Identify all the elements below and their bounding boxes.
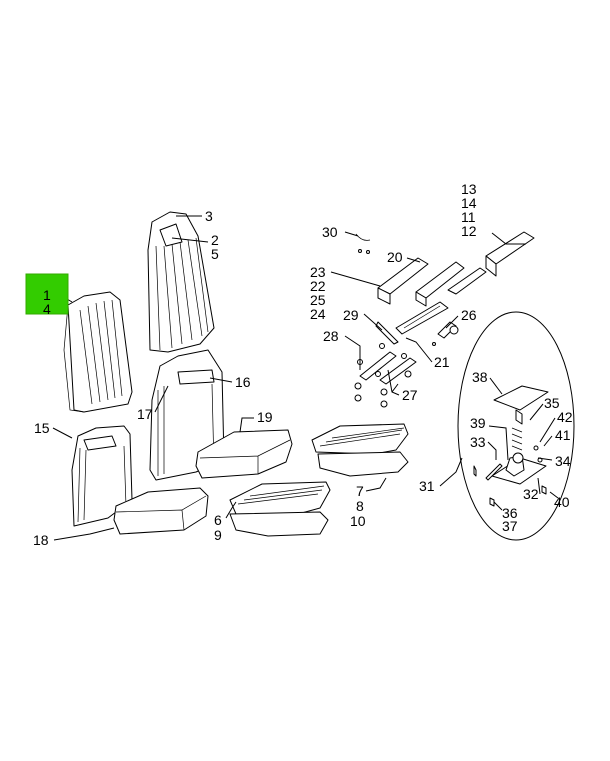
bolt-part-40[interactable] (541, 485, 547, 495)
slide-rail-part-20[interactable] (415, 261, 465, 307)
callout-7[interactable]: 7 (356, 483, 364, 499)
callout-34[interactable]: 34 (555, 453, 571, 469)
callout-41[interactable]: 41 (555, 427, 571, 443)
callout-4[interactable]: 4 (43, 301, 51, 317)
callout-8[interactable]: 8 (356, 498, 364, 514)
callout-19[interactable]: 19 (257, 409, 273, 425)
callout-25[interactable]: 25 (310, 292, 326, 308)
callout-12[interactable]: 12 (461, 223, 477, 239)
callout-14[interactable]: 14 (461, 195, 477, 211)
callout-24[interactable]: 24 (310, 306, 326, 322)
callout-11[interactable]: 11 (461, 209, 476, 225)
callout-9[interactable]: 9 (214, 527, 222, 543)
seat-cushion-part-18[interactable] (113, 487, 209, 535)
callout-37[interactable]: 37 (502, 518, 518, 534)
callout-27[interactable]: 27 (402, 387, 418, 403)
callout-38[interactable]: 38 (472, 369, 488, 385)
seat-back-part-15[interactable] (71, 425, 133, 527)
seat-back-part-3[interactable] (147, 211, 215, 353)
callout-17[interactable]: 17 (137, 406, 153, 422)
leader-lines (52, 215, 559, 541)
slide-rail-part-12[interactable] (447, 231, 535, 295)
screw-part-36[interactable] (489, 497, 495, 507)
callout-3[interactable]: 3 (205, 208, 213, 224)
callout-39[interactable]: 39 (470, 415, 486, 431)
screw-part-29[interactable] (375, 321, 399, 345)
callout-labels: 1 4 3 2 5 13 14 11 12 30 20 23 22 25 24 … (33, 181, 573, 548)
pin-part-33[interactable] (473, 463, 503, 481)
base-part-32[interactable] (491, 452, 547, 485)
callout-32[interactable]: 32 (523, 486, 539, 502)
callout-22[interactable]: 22 (310, 278, 326, 294)
callout-29[interactable]: 29 (343, 307, 359, 323)
callout-23[interactable]: 23 (310, 264, 326, 280)
callout-42[interactable]: 42 (557, 409, 573, 425)
slide-rail-part-23[interactable] (377, 257, 429, 305)
callout-40[interactable]: 40 (554, 494, 570, 510)
seat-cushion-part-19[interactable] (195, 429, 293, 479)
callout-36[interactable]: 36 (502, 505, 518, 521)
callout-26[interactable]: 26 (461, 307, 477, 323)
callout-35[interactable]: 35 (544, 395, 560, 411)
cushion-cover-part-6[interactable] (229, 481, 331, 537)
detail-circle-part-31[interactable] (457, 311, 575, 541)
fastener-part-42[interactable] (533, 445, 539, 451)
callout-28[interactable]: 28 (323, 328, 339, 344)
seat-back-part-1[interactable] (63, 291, 133, 413)
callout-18[interactable]: 18 (33, 532, 49, 548)
mounting-plate-part-38[interactable] (493, 385, 549, 425)
spring-part-39[interactable] (511, 427, 523, 451)
cushion-cover-part-7[interactable] (311, 423, 409, 477)
callout-10[interactable]: 10 (350, 513, 366, 529)
latch-part-26[interactable] (432, 321, 459, 346)
spring-clip-part-30[interactable] (355, 233, 371, 254)
callout-33[interactable]: 33 (470, 434, 486, 450)
callout-20[interactable]: 20 (387, 249, 403, 265)
callout-16[interactable]: 16 (235, 374, 251, 390)
callout-31[interactable]: 31 (419, 478, 435, 494)
callout-21[interactable]: 21 (434, 354, 450, 370)
slide-track-part-21[interactable] (395, 301, 449, 335)
callout-2[interactable]: 2 (211, 232, 219, 248)
callout-6[interactable]: 6 (214, 512, 222, 528)
callout-30[interactable]: 30 (322, 224, 338, 240)
callout-1[interactable]: 1 (43, 287, 51, 303)
callout-15[interactable]: 15 (34, 420, 50, 436)
callout-13[interactable]: 13 (461, 181, 477, 197)
callout-5[interactable]: 5 (211, 246, 219, 262)
highlighted-callout-box[interactable] (25, 273, 69, 315)
